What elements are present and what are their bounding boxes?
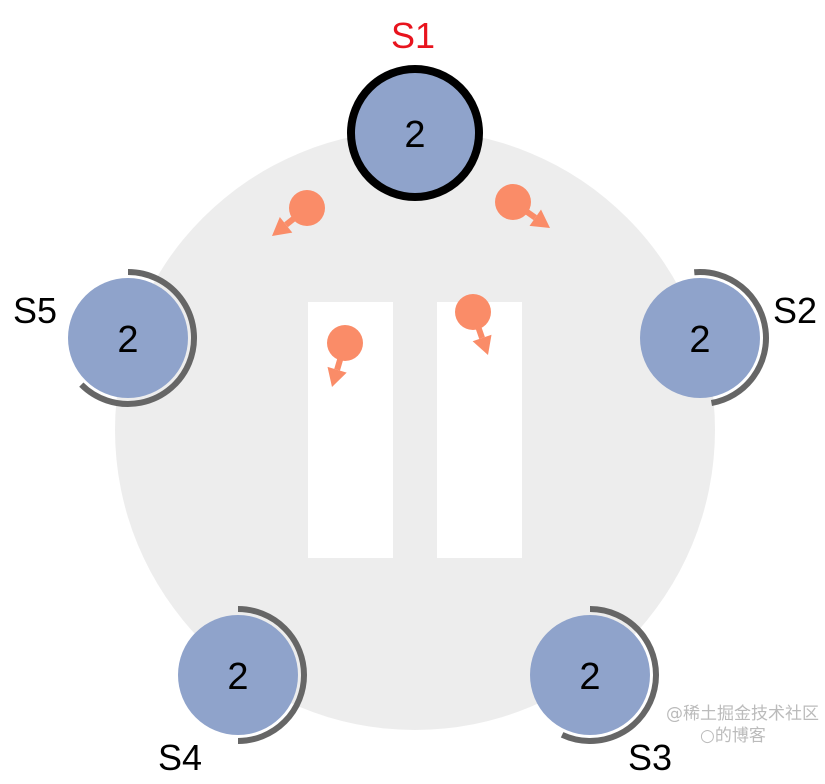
- election-timer-arc: [560, 606, 659, 744]
- leader-node-circle: [347, 65, 483, 201]
- server-node-s1: 2 S1: [347, 15, 483, 201]
- request-vote-message: [327, 325, 363, 387]
- node-circle: [640, 278, 760, 398]
- node-circle: [530, 615, 650, 735]
- node-term: 2: [404, 114, 425, 156]
- arrow-head-icon: [472, 334, 492, 355]
- server-node-s5: 2 S5: [13, 269, 197, 407]
- node-label: S3: [628, 737, 672, 778]
- node-term: 2: [227, 656, 248, 698]
- arrow-head-icon: [529, 209, 550, 228]
- request-vote-message: [495, 184, 550, 228]
- node-label: S2: [773, 290, 817, 331]
- election-timer-arc: [237, 606, 307, 744]
- node-circle: [68, 278, 188, 398]
- cluster-background: [115, 130, 715, 730]
- watermark: @稀土掘金技术社区○的博客: [666, 704, 819, 746]
- request-vote-message: [272, 190, 325, 236]
- election-timer-arc: [79, 269, 197, 407]
- node-label: S1: [391, 15, 435, 56]
- node-label: S5: [13, 290, 57, 331]
- node-term: 2: [117, 319, 138, 361]
- request-vote-message: [455, 294, 492, 355]
- node-label: S4: [158, 737, 202, 778]
- node-term: 2: [579, 656, 600, 698]
- node-term: 2: [689, 319, 710, 361]
- arrow-head-icon: [272, 216, 293, 236]
- server-node-s3: 2S3: [530, 606, 672, 778]
- server-node-s4: 2S4: [158, 606, 307, 778]
- server-node-s2: 2 S2: [640, 269, 817, 406]
- election-timer-arc: [693, 269, 769, 406]
- arrow-head-icon: [327, 366, 347, 387]
- node-circle: [178, 615, 298, 735]
